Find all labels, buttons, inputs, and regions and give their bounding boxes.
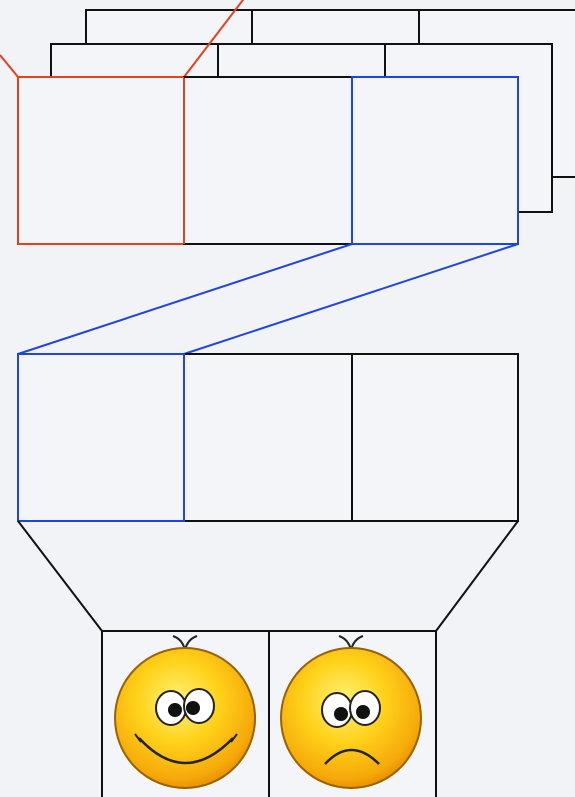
stack-layer-front — [17, 76, 519, 245]
middle-row — [17, 353, 519, 522]
funnel-lines — [17, 520, 519, 632]
happy-face-icon — [114, 635, 256, 789]
middle-row-cell — [183, 353, 353, 522]
front-cell-blue — [351, 76, 519, 245]
front-cell — [183, 76, 353, 245]
front-cell-red — [17, 76, 185, 245]
red-projection-lines — [0, 0, 245, 78]
blue-projection-lines — [17, 243, 519, 355]
middle-row-cell — [351, 353, 519, 522]
sad-face-icon — [280, 635, 422, 789]
middle-row-cell-blue — [17, 353, 185, 522]
